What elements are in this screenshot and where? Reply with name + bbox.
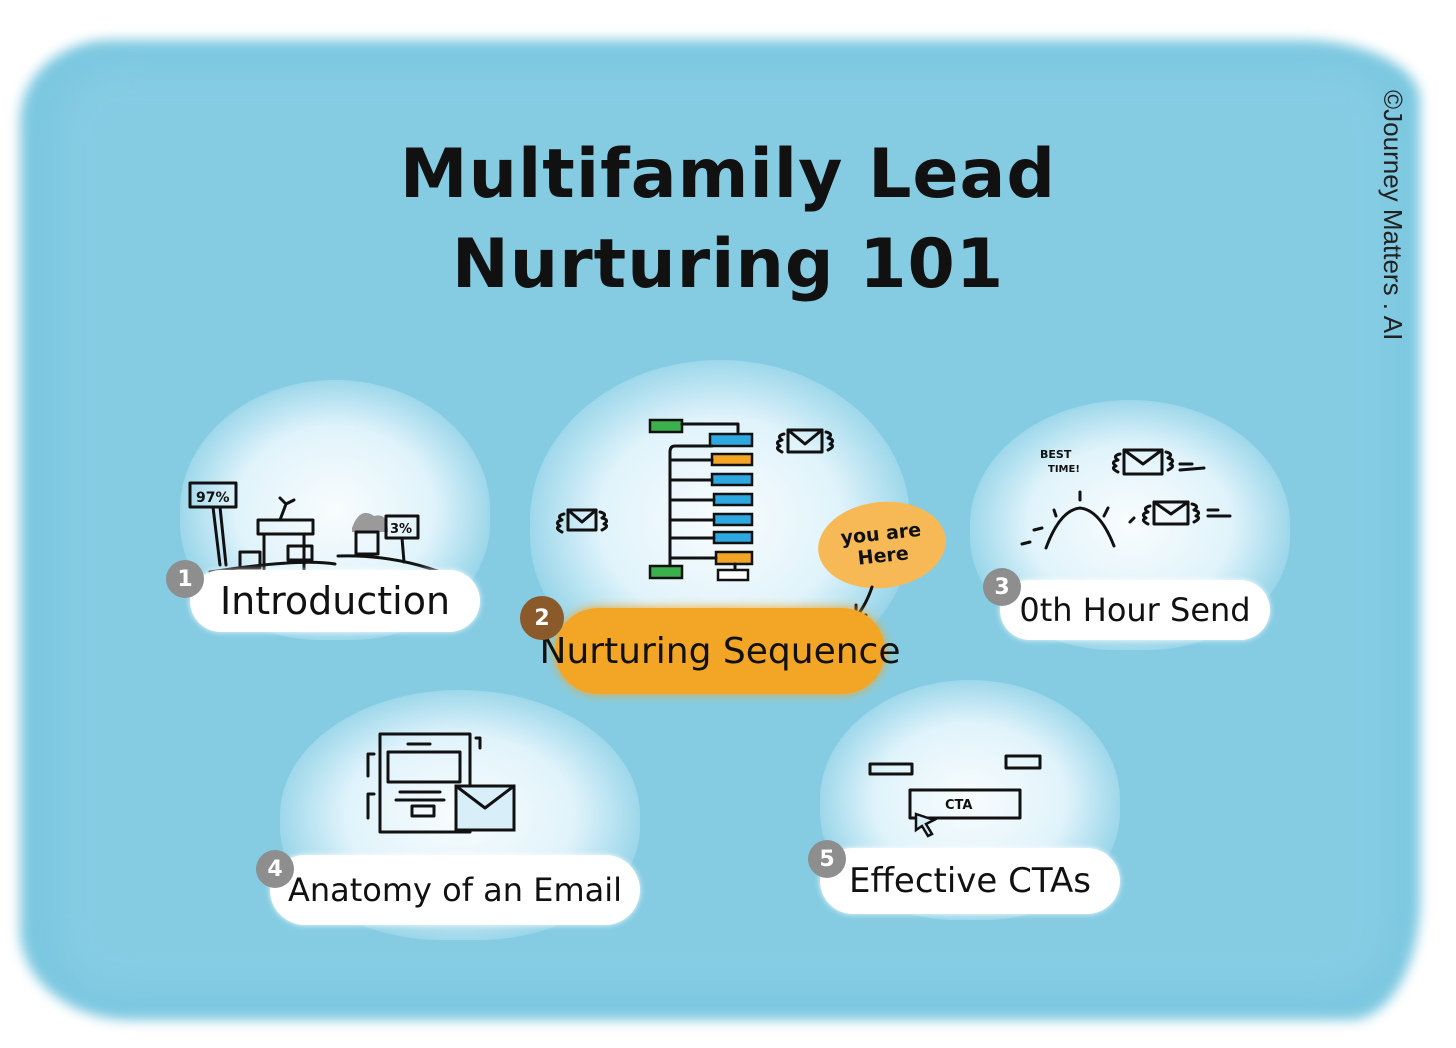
step-2-badge: 2 bbox=[520, 596, 564, 640]
svg-text:CTA: CTA bbox=[945, 798, 972, 813]
title-line-2: Nurturing 101 bbox=[451, 225, 1005, 304]
step-3-item[interactable]: 0th Hour Send bbox=[1000, 580, 1270, 640]
step-4-label: Anatomy of an Email bbox=[287, 871, 623, 909]
sales-percentage-signs-icon: 97% 3% bbox=[188, 481, 457, 580]
svg-text:97%: 97% bbox=[196, 490, 230, 506]
step-2-label: Nurturing Sequence bbox=[539, 630, 901, 672]
step-5-item[interactable]: Effective CTAs bbox=[820, 848, 1120, 914]
page-title: Multifamily Lead Nurturing 101 bbox=[0, 130, 1456, 310]
copyright-text: ©Journey Matters . AI bbox=[1378, 90, 1408, 341]
step-5-label: Effective CTAs bbox=[849, 861, 1091, 901]
email-layout-icon bbox=[366, 732, 516, 834]
svg-text:BEST: BEST bbox=[1040, 448, 1072, 461]
sequence-flowchart-icon bbox=[555, 418, 835, 582]
svg-text:TIME!: TIME! bbox=[1048, 464, 1080, 475]
step-3-badge: 3 bbox=[983, 568, 1021, 606]
step-4-badge: 4 bbox=[256, 850, 294, 888]
cta-button-cursor-icon: CTA bbox=[868, 754, 1042, 838]
sunrise-email-icon: BEST TIME! bbox=[1020, 448, 1232, 550]
svg-text:3%: 3% bbox=[390, 522, 412, 537]
step-1-item[interactable]: Introduction bbox=[190, 570, 480, 632]
step-2-item[interactable]: Nurturing Sequence bbox=[540, 608, 900, 694]
step-5-badge: 5 bbox=[808, 840, 846, 878]
step-1-label: Introduction bbox=[219, 579, 451, 623]
step-4-item[interactable]: Anatomy of an Email bbox=[270, 855, 640, 925]
step-1-badge: 1 bbox=[166, 560, 204, 598]
step-3-label: 0th Hour Send bbox=[1019, 591, 1251, 629]
you-are-here-line-2: Here bbox=[856, 542, 910, 570]
title-line-1: Multifamily Lead bbox=[399, 135, 1057, 214]
